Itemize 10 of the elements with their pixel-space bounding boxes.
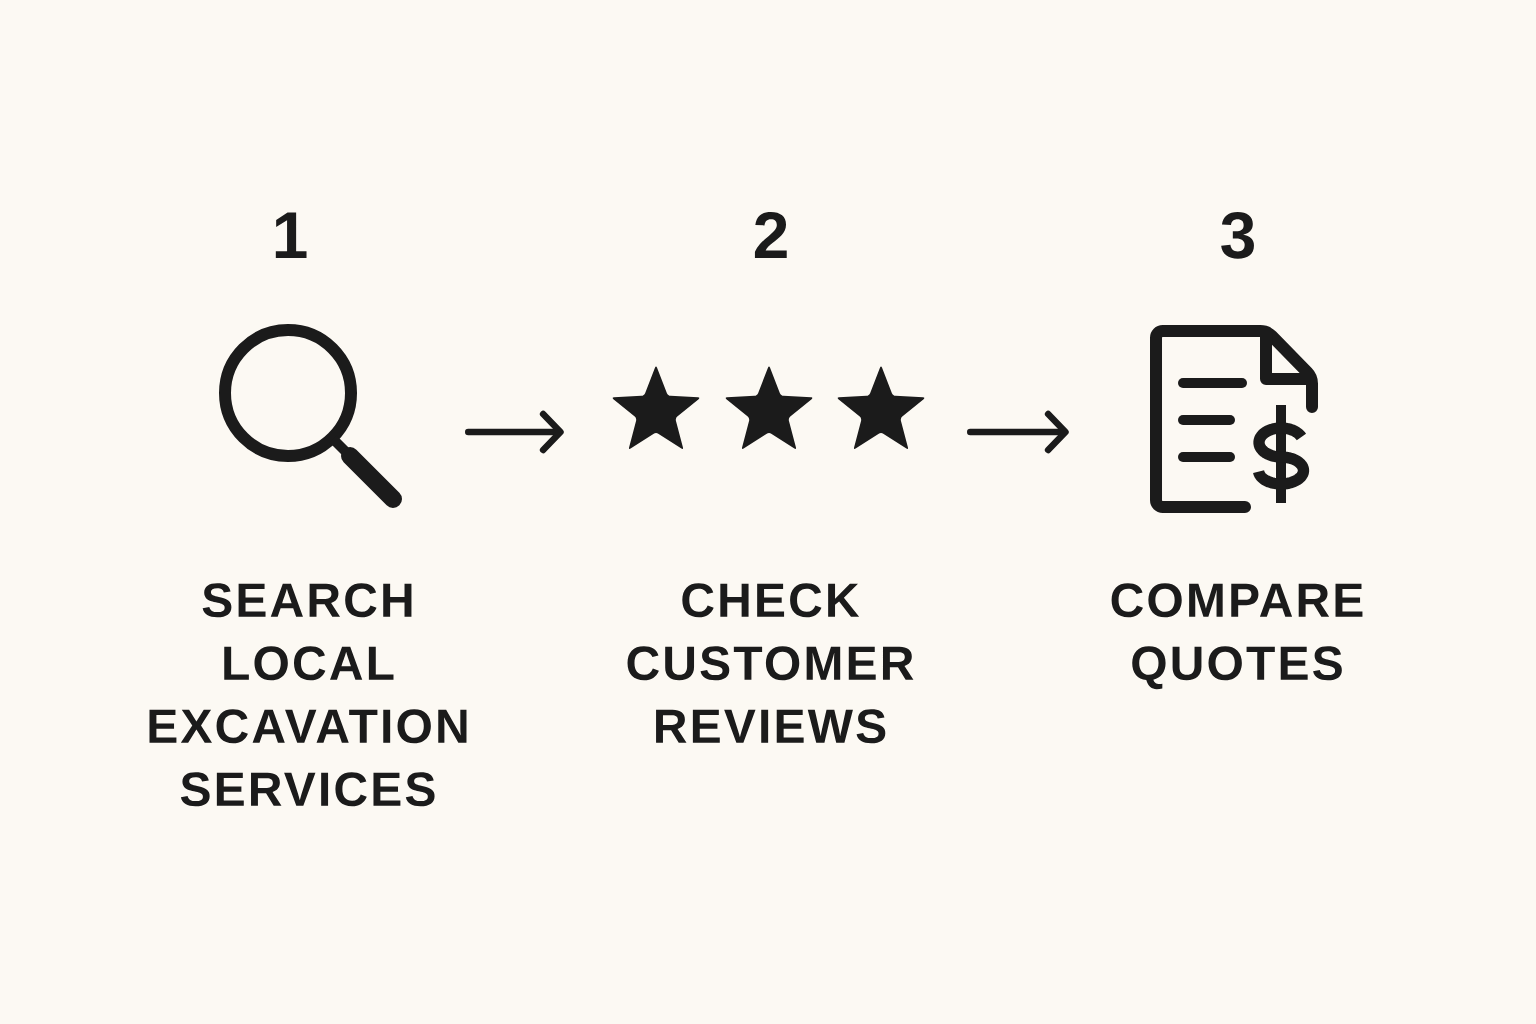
step-label: CHECK CUSTOMER REVIEWS [627,583,914,744]
arrow [465,410,564,454]
step-label: COMPARE QUOTES [1111,583,1363,690]
magnifier-icon [219,324,402,508]
step-number: 3 [1221,211,1254,259]
step-number: 1 [275,212,307,258]
arrow [967,410,1069,454]
document-icon [1150,325,1318,513]
step-label: SEARCH LOCAL EXCAVATION SERVICES [149,583,467,807]
step-number: 2 [754,211,787,258]
